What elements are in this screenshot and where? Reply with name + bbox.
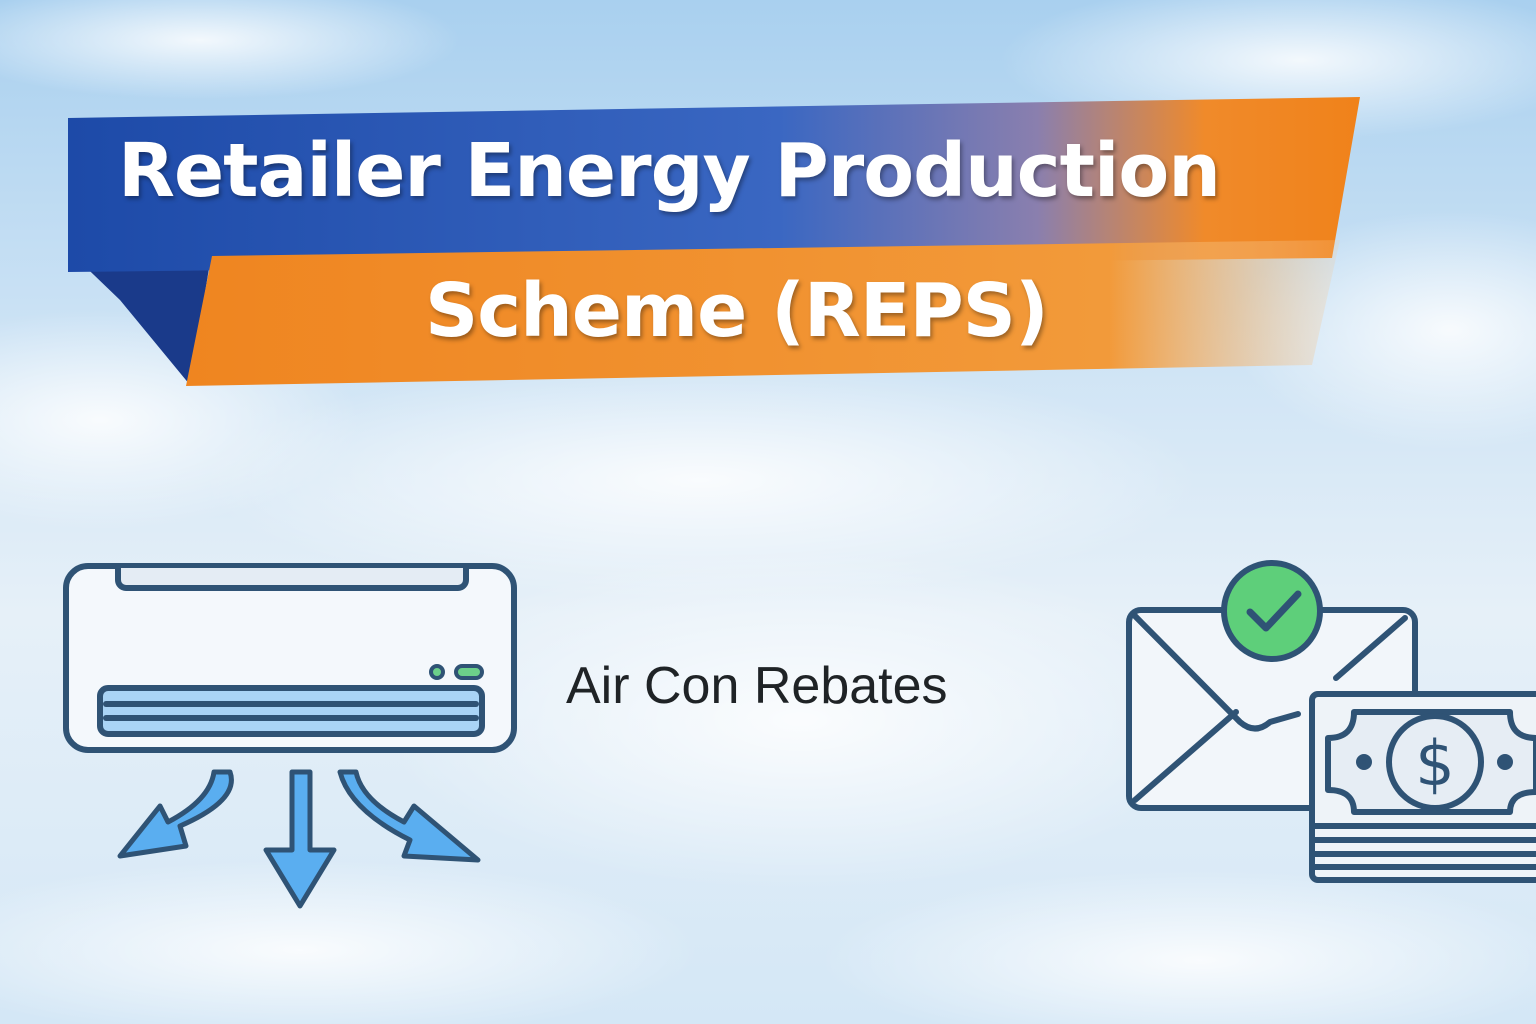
title-line-2: Scheme (REPS) [425,268,1049,354]
title-line-1: Retailer Energy Production [118,128,1221,214]
air-con-rebates-label: Air Con Rebates [566,657,948,715]
banner-fold [68,250,210,385]
banner-blue-strip [68,97,1360,272]
banner-orange-strip [186,240,1340,386]
